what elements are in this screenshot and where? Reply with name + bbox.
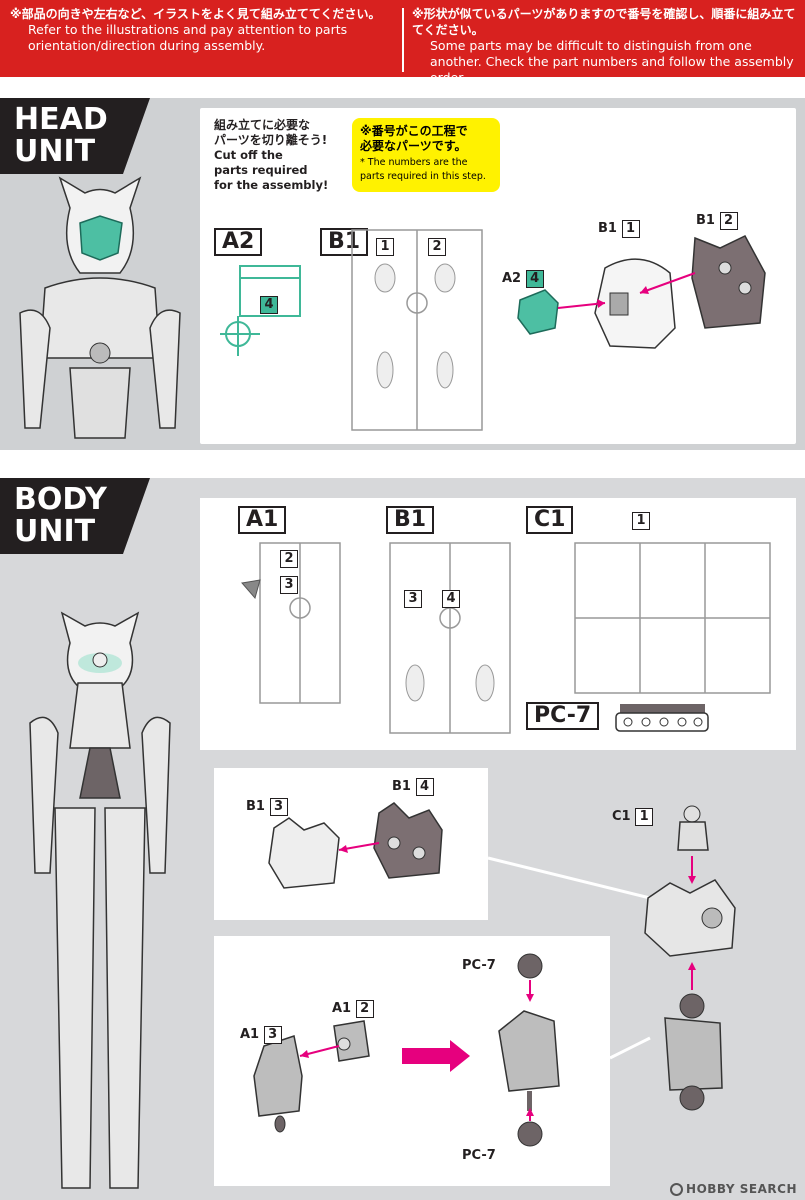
step1-right-num: 4 bbox=[415, 778, 434, 796]
body-step1-panel: B1 3 B1 4 bbox=[214, 768, 488, 920]
a1-part-num-box-3: 3 bbox=[280, 576, 298, 594]
cutoff-jp1: 組み立てに必要な bbox=[214, 118, 311, 132]
note-jp2: 必要なパーツです。 bbox=[360, 139, 467, 153]
banner-right: ※形状が似ているパーツがありますので番号を確認し、順番に組み立ててください。 S… bbox=[412, 6, 800, 86]
cutoff-instruction: 組み立てに必要な パーツを切り離そう! Cut off the parts re… bbox=[214, 118, 328, 193]
warning-banner: ※部品の向きや左右など、イラストをよく見て組み立ててください。 Refer to… bbox=[0, 0, 805, 85]
runner-label-b1: B1 bbox=[320, 228, 369, 256]
head-runners-drawing bbox=[220, 229, 766, 431]
step1-right-code: B1 bbox=[392, 779, 411, 794]
b1-body-part-num-box-4: 4 bbox=[442, 590, 460, 608]
a1-part-num-box-2: 2 bbox=[280, 550, 298, 568]
a1-part-number-2: 2 bbox=[280, 550, 298, 568]
note-jp1: ※番号がこの工程で bbox=[360, 124, 468, 138]
step1-left-num: 3 bbox=[269, 798, 288, 816]
step1-label-right: B1 4 bbox=[392, 778, 434, 796]
head-tag-line2: UNIT bbox=[14, 134, 96, 169]
watermark-logo-icon bbox=[670, 1183, 684, 1196]
asm-a2-num: 4 bbox=[525, 270, 544, 288]
runner-label-a1: A1 bbox=[238, 506, 287, 534]
runner-label-a2: A2 bbox=[214, 228, 263, 256]
b1-body-part-number-4: 4 bbox=[442, 590, 460, 608]
b1-body-part-num-box-3: 3 bbox=[404, 590, 422, 608]
a2-part-number: 4 bbox=[260, 296, 278, 314]
assembly-label-a2: A2 4 bbox=[502, 270, 544, 288]
body-parts-panel: A1 B1 C1 PC-7 bbox=[200, 498, 796, 750]
head-tag-line1: HEAD bbox=[14, 102, 108, 137]
body-unit-tag: BODY UNIT bbox=[0, 478, 150, 554]
step1-left-code: B1 bbox=[246, 799, 265, 814]
note-en2: parts required in this step. bbox=[360, 171, 486, 182]
step2-a1a-code: A1 bbox=[240, 1027, 260, 1042]
asm-b1a-num: 1 bbox=[621, 220, 640, 238]
body-step2-panel: A1 3 A1 2 PC-7 PC-7 bbox=[214, 936, 610, 1186]
step2-label-a1-2: A1 2 bbox=[332, 1000, 374, 1018]
asm-b1a-code: B1 bbox=[598, 221, 617, 236]
assembly-label-b1-2: B1 2 bbox=[696, 212, 738, 230]
b1-part-num-box-1: 1 bbox=[376, 238, 394, 256]
final-c1-code: C1 bbox=[612, 809, 631, 824]
watermark-text: HOBBY SEARCH bbox=[686, 1182, 797, 1196]
b1-part-number-2: 2 bbox=[428, 238, 446, 256]
c1-part-number-1: 1 bbox=[632, 512, 650, 530]
runner-label-b1-body: B1 bbox=[386, 506, 435, 534]
assembly-label-b1-1: B1 1 bbox=[598, 220, 640, 238]
banner-left-jp: ※部品の向きや左右など、イラストをよく見て組み立ててください。 bbox=[10, 7, 381, 21]
step2-a1b-num: 2 bbox=[355, 1000, 374, 1018]
banner-left: ※部品の向きや左右など、イラストをよく見て組み立ててください。 Refer to… bbox=[10, 6, 395, 54]
b1-part-number-1: 1 bbox=[376, 238, 394, 256]
runner-label-pc7: PC-7 bbox=[526, 702, 600, 730]
b1-body-part-number-3: 3 bbox=[404, 590, 422, 608]
cutoff-en2: parts required bbox=[214, 163, 308, 177]
banner-right-jp: ※形状が似ているパーツがありますので番号を確認し、順番に組み立ててください。 bbox=[412, 7, 796, 37]
final-label-c1: C1 1 bbox=[612, 808, 654, 826]
body-figure-illustration bbox=[29, 611, 171, 1189]
step2-a1a-num: 3 bbox=[263, 1026, 282, 1044]
asm-b1b-code: B1 bbox=[696, 213, 715, 228]
step2-label-pc7-top: PC-7 bbox=[462, 958, 496, 973]
body-step1-drawing bbox=[268, 802, 443, 889]
a2-part-num-box: 4 bbox=[260, 296, 278, 314]
head-figure-illustration bbox=[19, 176, 181, 439]
cutoff-en1: Cut off the bbox=[214, 148, 283, 162]
watermark: HOBBY SEARCH bbox=[670, 1182, 797, 1196]
cutoff-en3: for the assembly! bbox=[214, 178, 329, 192]
banner-right-en: Some parts may be difficult to distingui… bbox=[430, 38, 794, 85]
asm-b1b-num: 2 bbox=[719, 212, 738, 230]
banner-left-en: Refer to the illustrations and pay atten… bbox=[28, 22, 348, 53]
runner-label-c1: C1 bbox=[526, 506, 574, 534]
body-step2-drawing bbox=[253, 953, 560, 1147]
step2-label-a1-3: A1 3 bbox=[240, 1026, 282, 1044]
body-tag-line1: BODY bbox=[14, 482, 107, 517]
part-number-note: ※番号がこの工程で 必要なパーツです。 * The numbers are th… bbox=[352, 118, 500, 192]
b1-part-num-box-2: 2 bbox=[428, 238, 446, 256]
note-en1: * The numbers are the bbox=[360, 157, 468, 168]
cutoff-jp2: パーツを切り離そう! bbox=[214, 133, 328, 147]
step2-label-pc7-bottom: PC-7 bbox=[462, 1148, 496, 1163]
body-unit-section: BODY UNIT A1 B1 C1 PC-7 bbox=[0, 478, 805, 1200]
step2-a1b-code: A1 bbox=[332, 1001, 352, 1016]
asm-a2-code: A2 bbox=[502, 271, 522, 286]
step1-label-left: B1 3 bbox=[246, 798, 288, 816]
final-c1-num: 1 bbox=[635, 808, 654, 826]
head-unit-section: HEAD UNIT 組み立てに必要な パーツを切り離そう! Cut off th… bbox=[0, 98, 805, 450]
c1-part-num-box-1: 1 bbox=[632, 512, 650, 530]
body-runners-drawing bbox=[241, 542, 771, 734]
banner-divider bbox=[402, 8, 404, 72]
a1-part-number-3: 3 bbox=[280, 576, 298, 594]
head-parts-panel: 組み立てに必要な パーツを切り離そう! Cut off the parts re… bbox=[200, 108, 796, 444]
body-tag-line2: UNIT bbox=[14, 514, 96, 549]
head-unit-tag: HEAD UNIT bbox=[0, 98, 150, 174]
